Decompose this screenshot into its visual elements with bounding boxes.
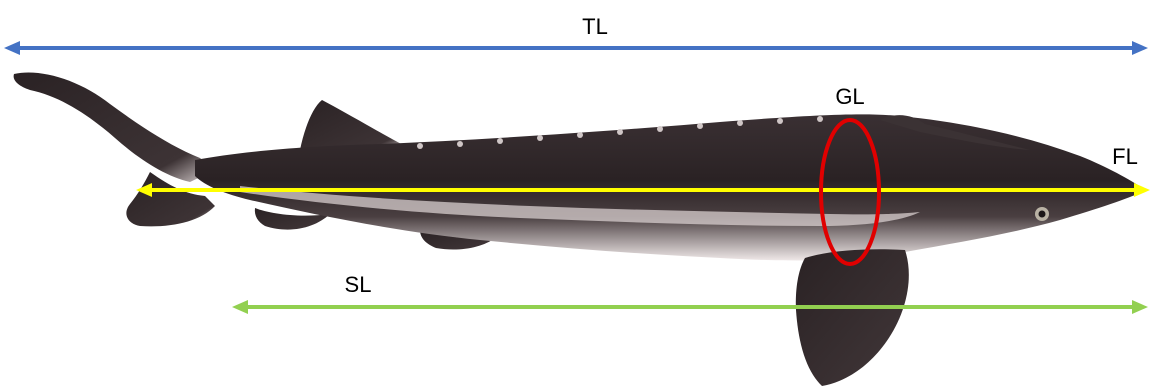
tl-label: TL (582, 14, 608, 39)
sl-arrow (232, 300, 1148, 314)
sturgeon-photo (14, 72, 1146, 386)
sl-label: SL (345, 272, 372, 297)
tail-fin (14, 72, 215, 182)
pectoral-fin (796, 249, 909, 386)
gl-label: GL (835, 84, 864, 109)
tl-arrow (4, 41, 1148, 55)
fl-label: FL (1112, 144, 1138, 169)
fish-pupil (1039, 211, 1046, 218)
